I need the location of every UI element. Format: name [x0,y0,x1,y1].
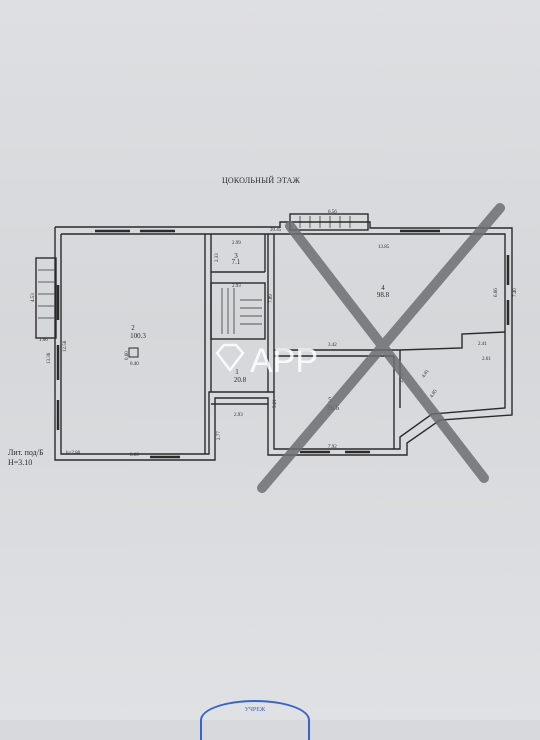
document-page [0,0,540,720]
room-4-number: 4 [381,284,385,292]
room-2-number: 2 [131,324,135,332]
dim-4-81: 4.81 [422,369,431,379]
room-2-area: 100.3 [130,332,146,340]
dim-13-85: 13.85 [378,245,390,250]
height-label: h=2.80 [66,451,81,456]
dim-4-53: 4.53 [31,293,36,302]
dim-2-93-b: 2.93 [234,413,243,418]
dim-2-33: 2.33 [215,253,220,262]
dim-20-45: 20.45 [270,228,282,233]
column-marker [128,347,139,358]
windows [56,229,510,459]
litera-label: Лит. под/Б Н=3.10 [8,448,44,468]
dim-2-93-a: 2.93 [232,284,241,289]
dim-7-92: 7.92 [328,445,337,450]
outer-wall [54,221,513,461]
dim-2-41: 2.41 [478,342,487,347]
stair-block [210,282,266,340]
litera-line-2: Н=3.10 [8,458,33,467]
diamond-icon [215,343,245,373]
dim-2-61: 2.61 [482,357,491,362]
stair-treads [38,216,351,334]
stamp-text: УЧРЕЖ [244,707,266,713]
dim-8-00: 8.00 [130,453,139,458]
watermark-logo: APP [215,342,318,380]
wall-room4-bend [399,331,506,351]
walls [35,213,513,461]
cross-out-mark [257,203,505,493]
dim-4-85: 4.85 [430,389,439,399]
dim-6-66: 6.66 [494,288,499,297]
left-annex [35,257,57,339]
room-4-area: 98.8 [377,291,390,299]
litera-line-1: Лит. под/Б [8,448,44,457]
dim-12-56: 12.56 [63,340,68,352]
room-1-number: 1 [235,368,239,376]
room-3-number: 3 [234,252,238,260]
dim-1-06: 1.06 [39,338,48,343]
dim-0-40: 0.40 [130,362,139,367]
watermark-text: APP [250,342,318,380]
dim-7-40: 7.40 [513,288,518,297]
dim-7-89: 7.89 [269,294,274,303]
dim-5-21: 5.21 [273,399,278,408]
room-3-area: 7.1 [232,258,241,266]
dim-3-42: 3.42 [328,343,337,348]
floor-plan-drawing: 2 100.3 3 7.1 1 20.8 4 98.8 5 26.6 6.56 … [31,203,518,493]
floor-plan-title: ЦОКОЛЬНЫЙ ЭТАЖ [222,176,301,185]
dim-6-56: 6.56 [328,210,337,215]
dimension-labels: 6.56 20.45 13.85 2.99 2.33 2.93 7.89 6.6… [31,210,518,458]
dim-13-36: 13.36 [47,352,52,364]
dim-2-77: 2.77 [217,431,222,440]
dim-2-99: 2.99 [232,241,241,246]
stamp-seal: УЧРЕЖ [200,700,310,740]
inner-wall-line [60,233,506,455]
dim-0-60: 0.60 [125,351,130,360]
room-1-area: 20.8 [234,376,247,384]
